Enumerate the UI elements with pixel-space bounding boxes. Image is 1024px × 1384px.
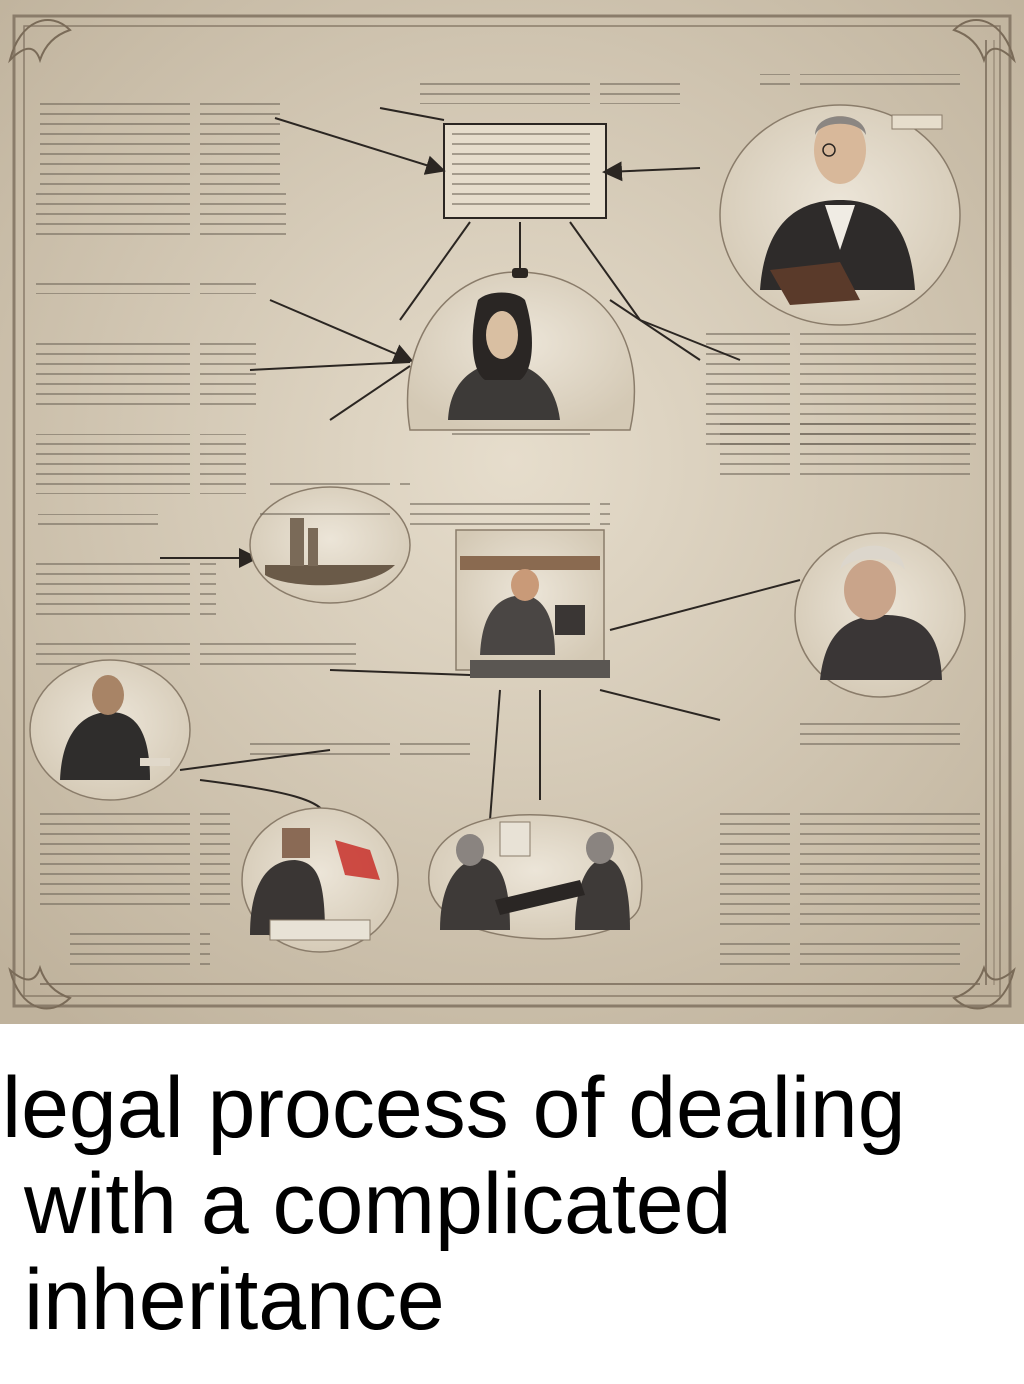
relative-portrait [794, 532, 966, 698]
heir-portrait [406, 268, 636, 438]
caption-line-1: legal process of dealing [2, 1060, 906, 1156]
beneficiary-portrait [29, 659, 191, 801]
settlement-scene [428, 814, 643, 940]
inheritance-diagram [0, 0, 1024, 1024]
caption: legal process of dealing with a complica… [0, 1060, 1024, 1360]
document-signing-scene [241, 807, 399, 953]
estate-sketch [249, 486, 411, 604]
lawyer-portrait [719, 104, 961, 326]
meeting-scene [455, 529, 610, 678]
ornate-frame [12, 14, 1012, 1008]
will-document-box [443, 123, 607, 219]
corner-ornament-icons [8, 19, 1016, 1010]
text-blocks [36, 74, 980, 972]
connector-arrows [160, 107, 801, 821]
caption-line-2: with a complicated [24, 1156, 732, 1252]
caption-line-3: inheritance [24, 1252, 445, 1348]
illustration [0, 0, 1024, 1024]
